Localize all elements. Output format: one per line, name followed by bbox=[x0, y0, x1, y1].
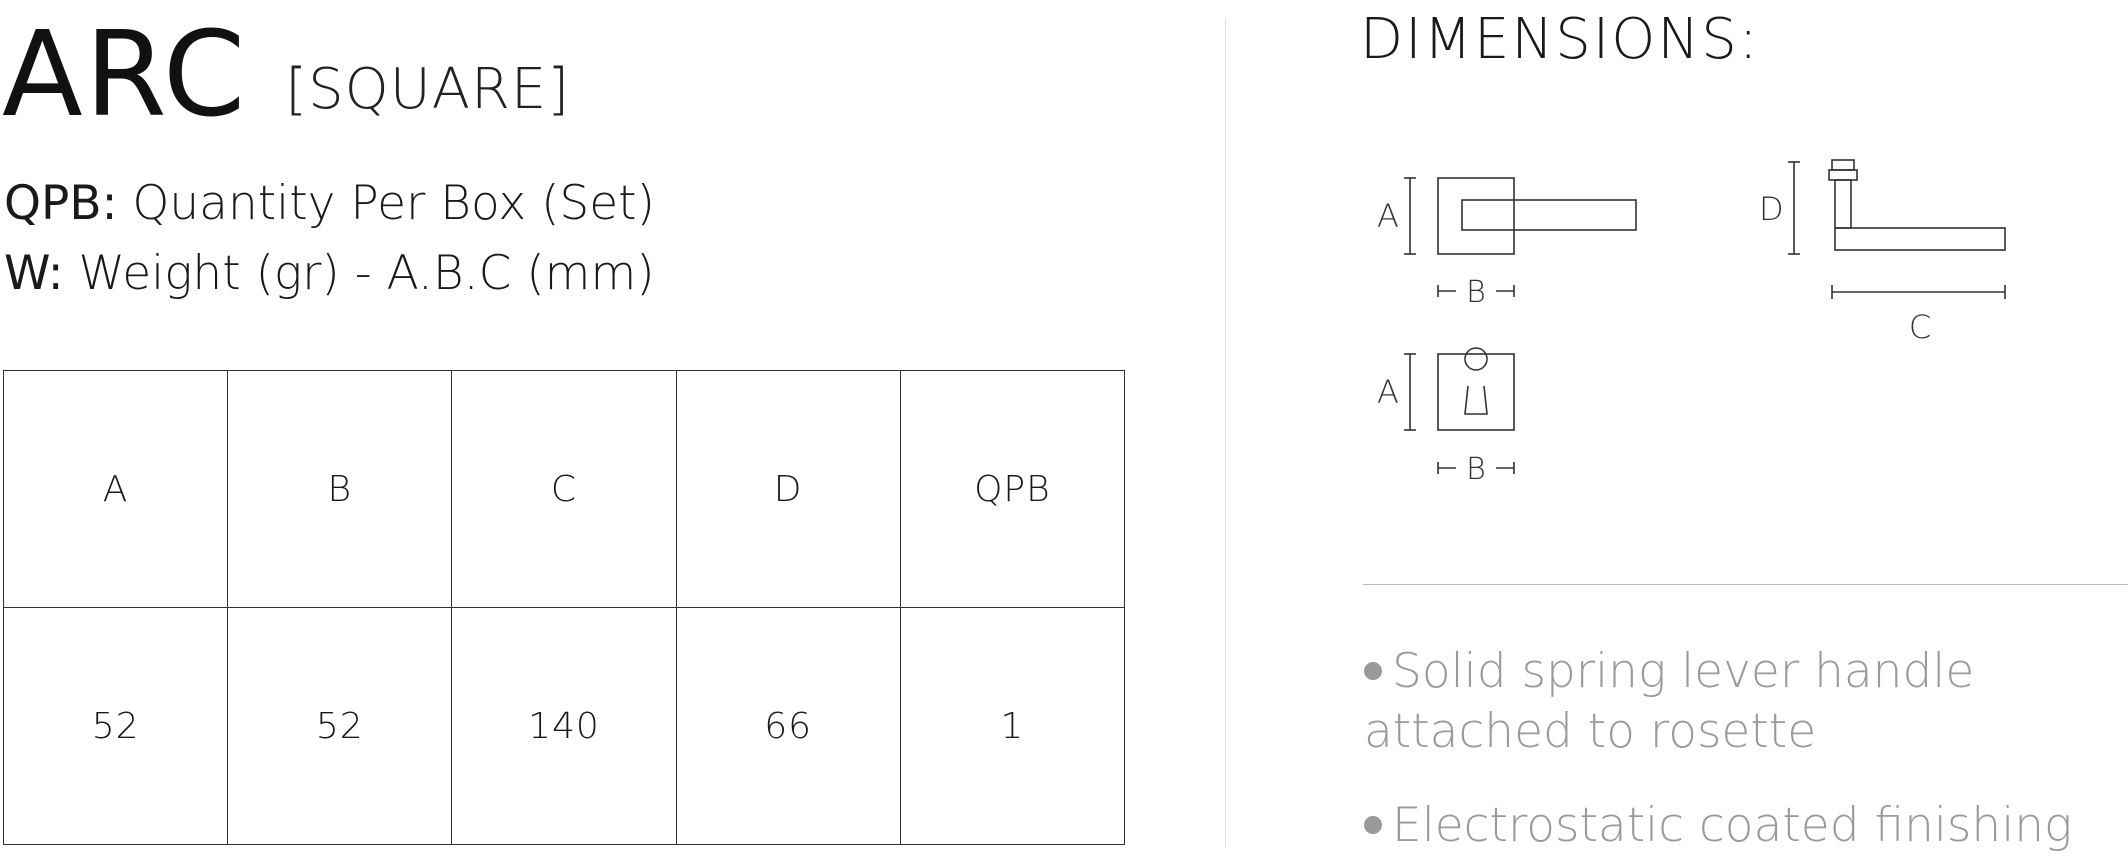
table-header-cell: B bbox=[227, 370, 453, 608]
legend-qpb-key: QPB: bbox=[4, 176, 118, 231]
escutcheon-plate-shape bbox=[1437, 353, 1515, 431]
table-row: 52 52 140 66 1 bbox=[2, 607, 1126, 845]
table-header-cell: D bbox=[675, 370, 901, 608]
feature-text-line1: Solid spring lever handle bbox=[1392, 644, 1975, 699]
lever-top-view bbox=[1404, 177, 1637, 297]
legend-w-key: W: bbox=[4, 246, 64, 301]
side-c-label: C bbox=[1909, 308, 1931, 346]
table-header-row: A B C D QPB bbox=[2, 370, 1126, 608]
feature-text-line2: attached to rosette bbox=[1364, 704, 1817, 759]
product-variant: [SQUARE] bbox=[285, 57, 571, 122]
keyhole-slot-shape bbox=[1464, 385, 1488, 415]
lever-b-label: B bbox=[1466, 275, 1486, 310]
legend-weight: W: Weight (gr) - A.B.C (mm) bbox=[4, 246, 655, 302]
feature-text-line1: Electrostatic coated finishing bbox=[1392, 798, 2073, 853]
table-header-cell: C bbox=[451, 370, 677, 608]
spec-table: A B C D QPB 52 52 140 66 1 bbox=[2, 370, 1126, 845]
side-d-label: D bbox=[1759, 190, 1784, 228]
dimensions-diagram: A B D C A B bbox=[1377, 159, 2006, 487]
side-handle-shape bbox=[1834, 227, 2006, 251]
table-header-cell: A bbox=[2, 370, 229, 608]
side-neck-shape bbox=[1834, 179, 1852, 229]
escutcheon-view bbox=[1404, 347, 1515, 474]
feature-item: Solid spring lever handle attached to ro… bbox=[1364, 642, 1974, 762]
side-cap-base-shape bbox=[1828, 169, 1858, 181]
lever-rosette-shape bbox=[1437, 177, 1515, 255]
bullet-icon bbox=[1364, 815, 1382, 834]
vertical-divider bbox=[1225, 18, 1226, 848]
escutcheon-a-label: A bbox=[1377, 373, 1399, 411]
legend-qpb: QPB: Quantity Per Box (Set) bbox=[4, 176, 655, 232]
table-header-cell: QPB bbox=[899, 370, 1126, 608]
bullet-icon bbox=[1364, 661, 1382, 680]
keyhole-circle-shape bbox=[1464, 347, 1488, 371]
horizontal-divider bbox=[1363, 584, 2128, 585]
side-cap-top-shape bbox=[1831, 159, 1855, 171]
table-cell: 52 bbox=[2, 607, 229, 845]
legend-qpb-text: Quantity Per Box (Set) bbox=[132, 176, 655, 231]
product-name: ARC bbox=[2, 5, 248, 143]
lever-side-view bbox=[1788, 159, 2006, 299]
lever-handle-shape bbox=[1461, 199, 1637, 231]
escutcheon-b-label: B bbox=[1466, 452, 1486, 487]
table-cell: 140 bbox=[451, 607, 677, 845]
product-title: ARC [SQUARE] bbox=[2, 0, 571, 143]
table-cell: 66 bbox=[675, 607, 901, 845]
table-cell: 1 bbox=[899, 607, 1126, 845]
legend-w-text: Weight (gr) - A.B.C (mm) bbox=[78, 246, 655, 301]
lever-a-label: A bbox=[1377, 197, 1399, 235]
table-cell: 52 bbox=[227, 607, 453, 845]
dimensions-title: DIMENSIONS: bbox=[1360, 7, 1760, 72]
feature-item: Electrostatic coated finishing bbox=[1364, 796, 2072, 856]
